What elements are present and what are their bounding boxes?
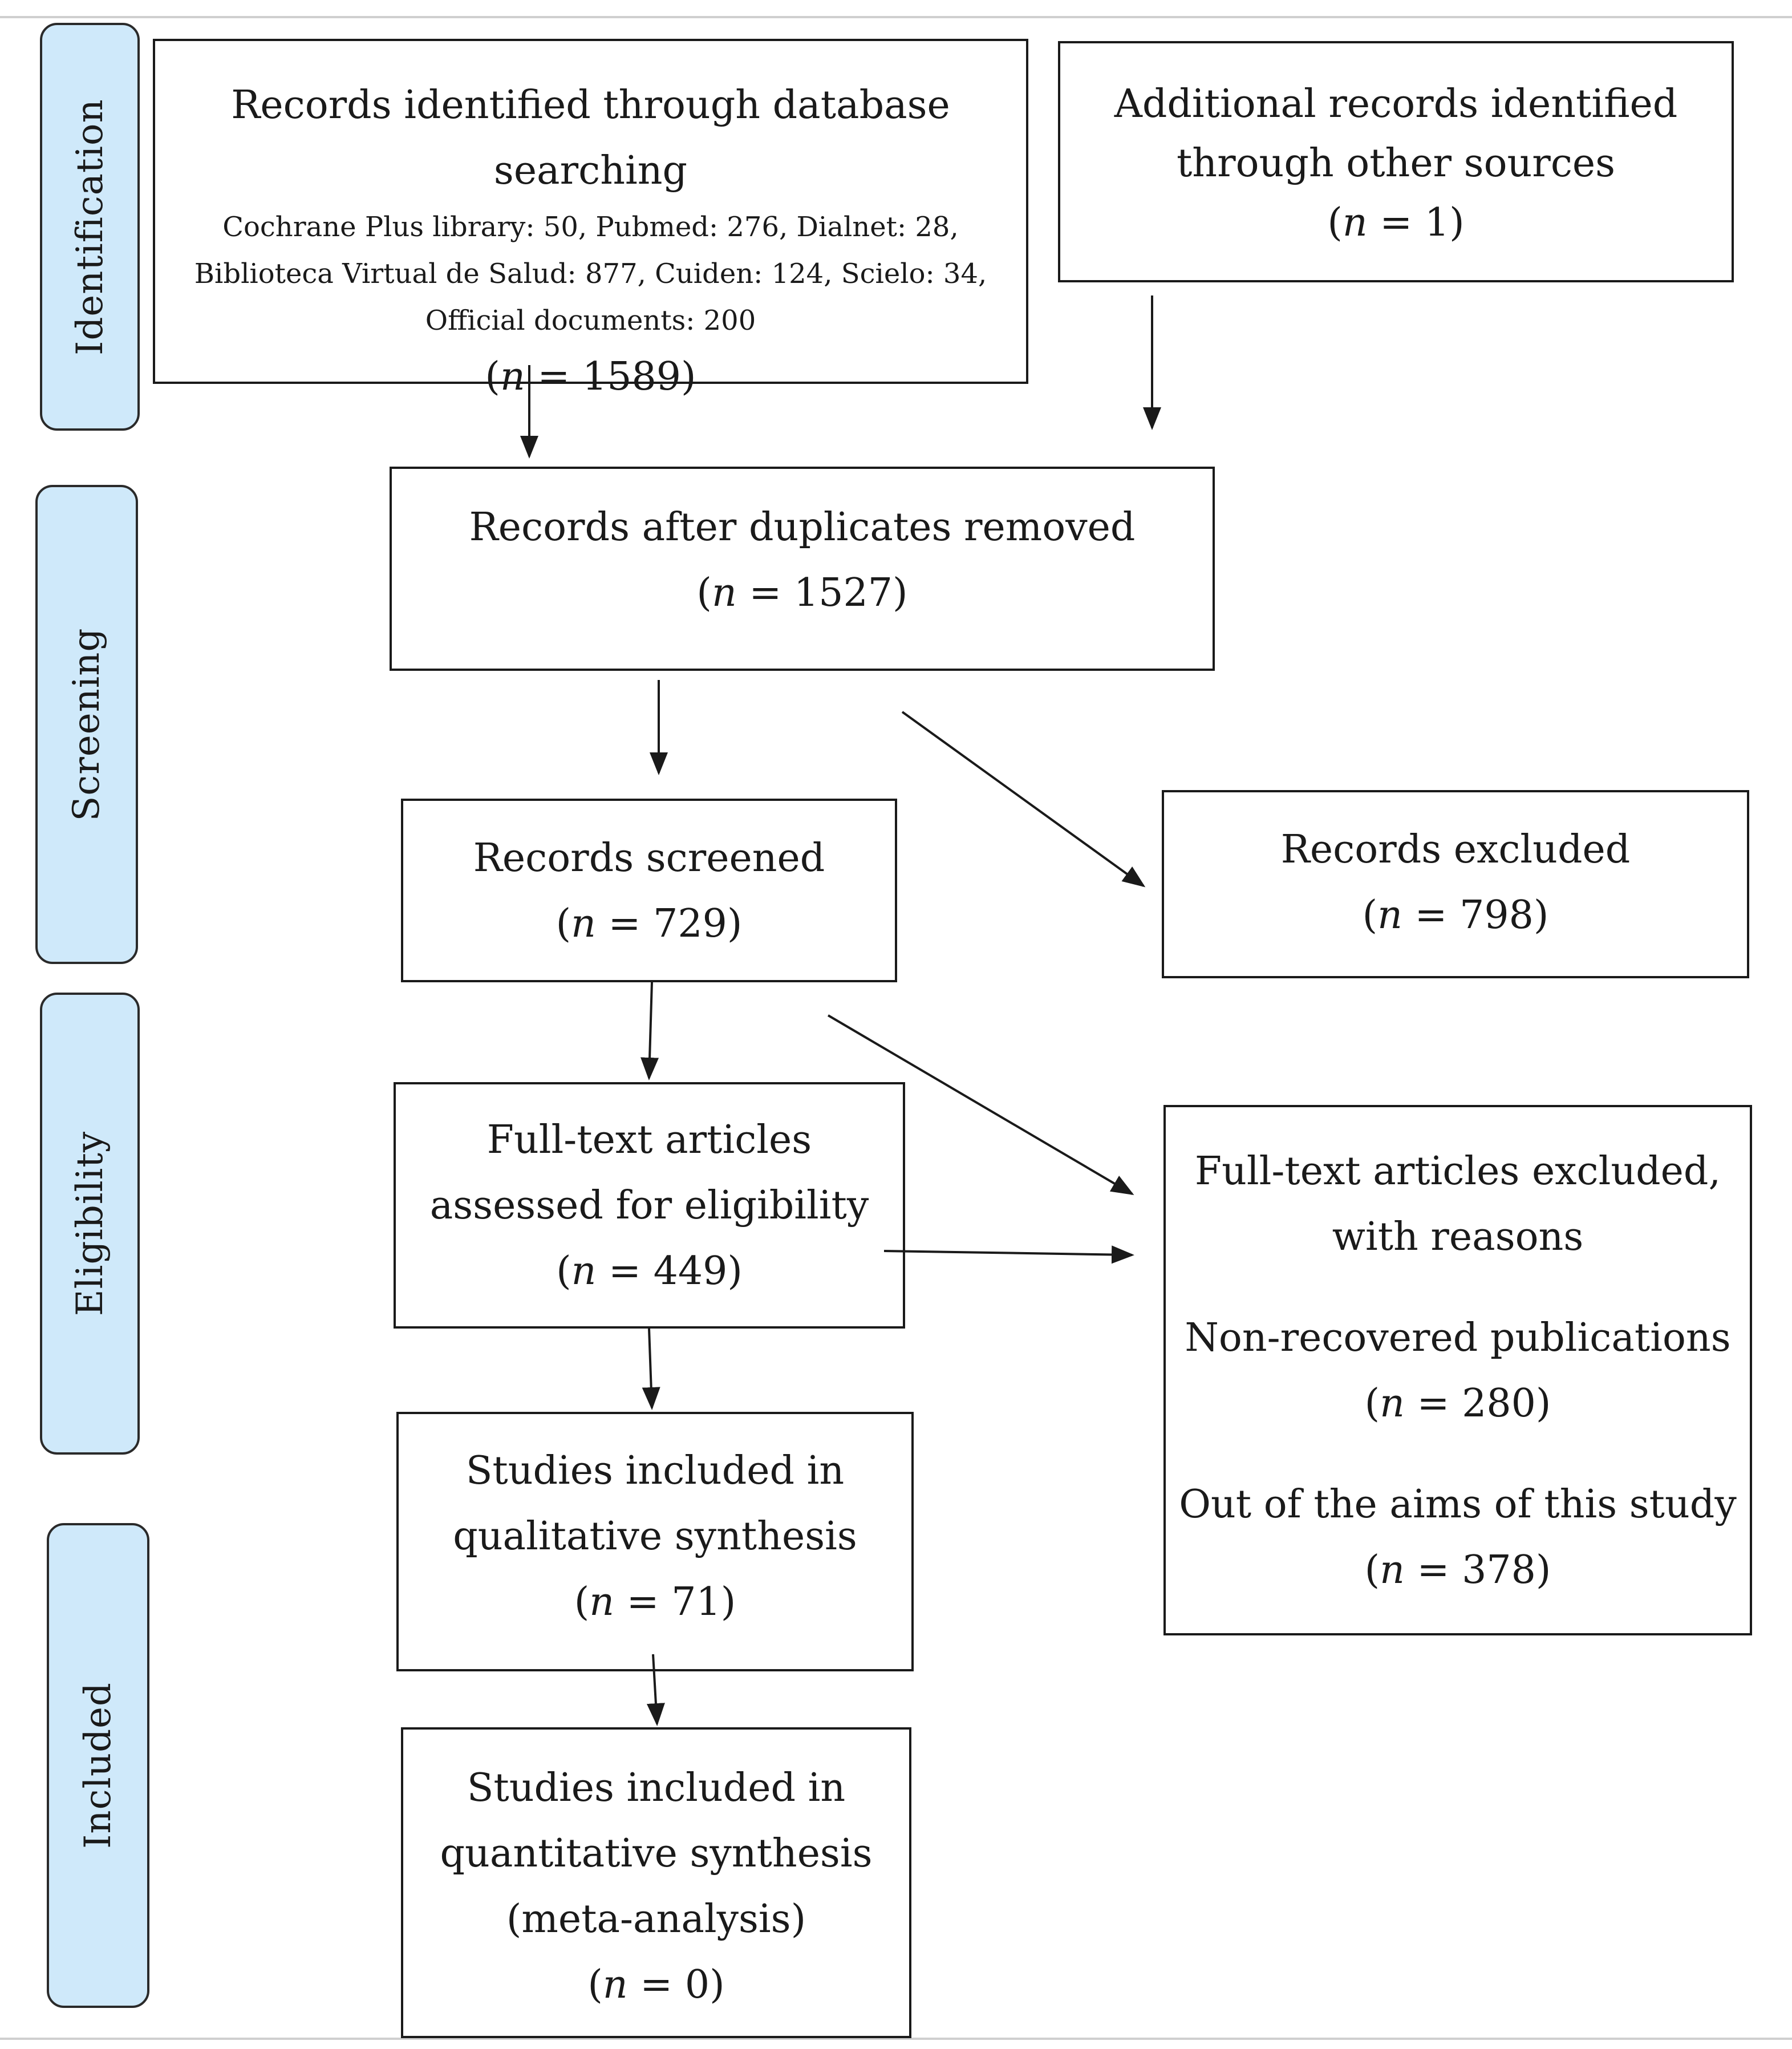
stage-included: Included: [47, 1523, 149, 2008]
duplicates-removed-count: (n = 1527): [696, 570, 908, 615]
fulltext-assessed-line-2: assessed for eligibility: [429, 1183, 869, 1228]
qualitative-synthesis-count: (n = 71): [574, 1580, 736, 1625]
top-rule: [0, 16, 1792, 18]
arrow-fulltext-to-qualitative: [642, 1328, 660, 1410]
database-search-title: Records identified through database sear…: [231, 83, 950, 193]
fulltext-excluded-line-1: Full-text articles excluded,: [1194, 1149, 1721, 1194]
box-other-sources: Additional records identified through ot…: [1058, 41, 1734, 282]
other-sources-line-1: Additional records identified: [1114, 82, 1678, 127]
fulltext-assessed-line-1: Full-text articles: [486, 1117, 812, 1163]
records-screened-title: Records screened: [473, 836, 825, 881]
other-sources-count: (n = 1): [1327, 200, 1465, 245]
arrow-screened-to-fulltext: [640, 982, 659, 1080]
qualitative-synthesis-line-1: Studies included in: [465, 1448, 845, 1493]
records-excluded-count: (n = 798): [1362, 893, 1549, 938]
box-qualitative-synthesis: Studies included in qualitative synthesi…: [396, 1412, 914, 1671]
database-search-sources-line-3: Official documents: 200: [425, 305, 756, 337]
quantitative-synthesis-line-2: quantitative synthesis: [440, 1831, 873, 1876]
quantitative-synthesis-line-1: Studies included in: [467, 1765, 846, 1811]
arrow-fulltext-to-fulltext-excluded: [883, 1245, 1134, 1264]
qualitative-synthesis-line-2: qualitative synthesis: [453, 1514, 857, 1559]
fulltext-assessed-count: (n = 449): [556, 1249, 743, 1294]
box-records-screened: Records screened (n = 729): [401, 799, 897, 982]
stage-eligibility: Eligibility: [40, 993, 140, 1455]
fulltext-excluded-reason-2: Out of the aims of this study: [1179, 1482, 1737, 1527]
duplicates-removed-title: Records after duplicates removed: [469, 505, 1136, 550]
box-fulltext-excluded: Full-text articles excluded, with reason…: [1163, 1105, 1752, 1635]
quantitative-synthesis-line-3: (meta-analysis): [506, 1897, 806, 1942]
database-search-count: (n = 1589): [485, 354, 696, 399]
database-search-sources-line-2: Biblioteca Virtual de Salud: 877, Cuiden…: [194, 258, 987, 290]
other-sources-line-2: through other sources: [1176, 141, 1616, 186]
fulltext-excluded-line-2: with reasons: [1332, 1214, 1584, 1260]
arrow-screened-to-fulltext-excluded: [827, 1014, 1134, 1196]
bottom-rule: [0, 2038, 1792, 2040]
quantitative-synthesis-count: (n = 0): [587, 1962, 725, 2007]
arrow-duplicates-to-excluded: [901, 711, 1146, 888]
box-records-excluded: Records excluded (n = 798): [1162, 790, 1749, 978]
database-search-sources-line-1: Cochrane Plus library: 50, Pubmed: 276, …: [222, 211, 959, 243]
stage-identification: Identification: [40, 23, 140, 431]
box-database-search: Records identified through database sear…: [153, 39, 1028, 399]
box-fulltext-assessed: Full-text articles assessed for eligibil…: [394, 1082, 905, 1329]
fulltext-excluded-reason-1: Non-recovered publications: [1185, 1315, 1731, 1360]
arrow-qualitative-to-quantitative: [646, 1654, 665, 1726]
fulltext-excluded-reason-2-count: (n = 378): [1364, 1548, 1551, 1593]
fulltext-excluded-reason-1-count: (n = 280): [1364, 1381, 1551, 1426]
box-quantitative-synthesis: Studies included in quantitative synthes…: [401, 1727, 911, 2038]
records-excluded-title: Records excluded: [1280, 827, 1631, 872]
stage-screening: Screening: [35, 485, 138, 964]
records-screened-count: (n = 729): [556, 901, 743, 946]
box-duplicates-removed: Records after duplicates removed (n = 15…: [390, 467, 1215, 671]
